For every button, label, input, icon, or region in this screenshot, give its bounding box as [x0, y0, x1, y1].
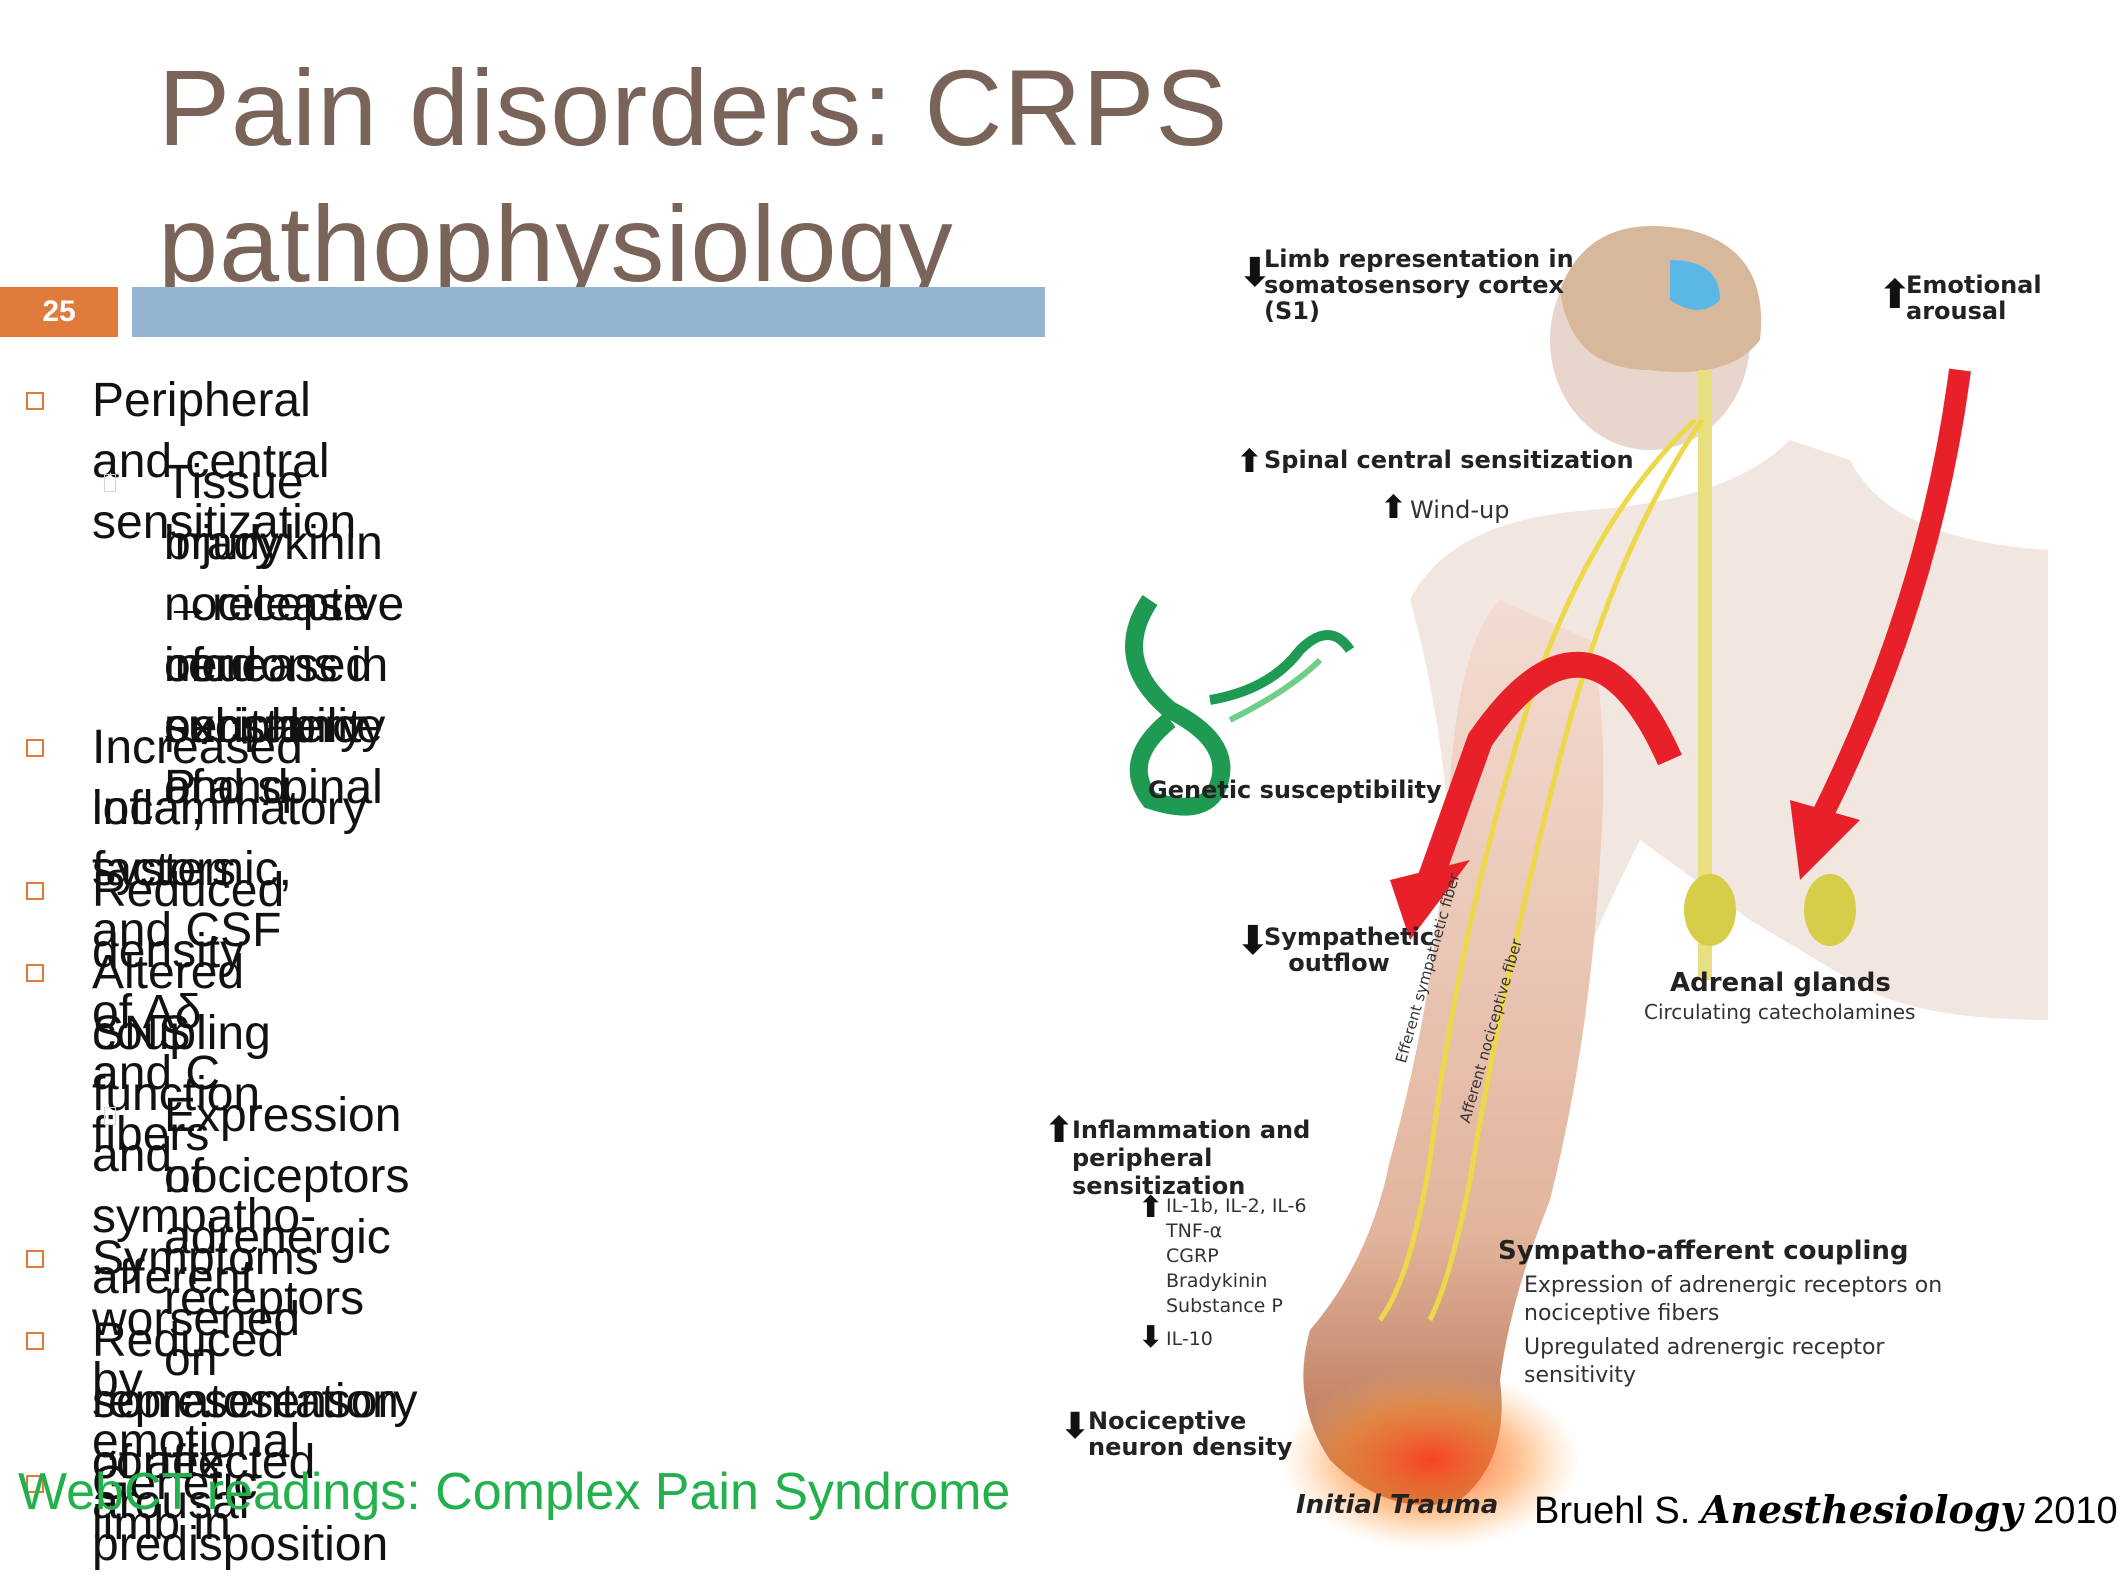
label-spinal-sensitization: Spinal central sensitization: [1264, 446, 1634, 474]
label-circulating-catecholamines: Circulating catecholamines: [1644, 1000, 1916, 1024]
trauma-glow: [1280, 1370, 1580, 1550]
mediator-item: TNF-α: [1166, 1220, 1223, 1242]
citation-author: Bruehl S.: [1534, 1490, 1691, 1532]
coupling-item: Upregulated adrenergic receptor sensitiv…: [1524, 1335, 1885, 1388]
slide-title: Pain disorders: CRPS pathophysiology: [158, 47, 1229, 304]
bullet-marker: [26, 1332, 44, 1350]
crps-figure: ⬇ Limb representation in somatosensory c…: [1030, 220, 2048, 1550]
label-initial-trauma: Initial Trauma: [1296, 1490, 1499, 1520]
bullet-line: somatosensory cortex: [92, 1375, 418, 1489]
watermark-text: WebCT readings: Complex Pain Syndrome: [18, 1463, 1011, 1521]
bullet-marker: [26, 1250, 44, 1268]
bullet-marker: [26, 882, 44, 900]
afferent-fiber-line: [1427, 418, 1705, 1322]
label-limb-representation: Limb representation in somatosensory cor…: [1264, 245, 1574, 325]
mediator-item: IL-1b, IL-2, IL-6: [1166, 1195, 1307, 1217]
slide-number: 25: [0, 287, 118, 337]
dna-strand-b: [1209, 630, 1355, 705]
up-arrow-icon: ⬆: [1878, 272, 1912, 318]
bullet-marker: [26, 964, 44, 982]
label-il10: IL-10: [1166, 1328, 1213, 1350]
sub-bullet-line: nociceptive neurons in periphery and spi…: [164, 578, 405, 814]
sub-bullet-line: Tissue injury →release of substance P an…: [164, 456, 383, 814]
red-arrow-left: [1417, 651, 1682, 885]
bullet-line: inflammatory factors: [92, 782, 367, 896]
up-arrow-icon: ⬆: [1380, 488, 1407, 526]
bullet-line: Increased local, systemic, and CSF: [92, 721, 303, 957]
bullet-marker: [26, 392, 44, 410]
sub-bullet-line: nociceptors: [164, 1150, 410, 1203]
sub-bullet-line: Expression of adrenergic receptors on: [164, 1089, 402, 1386]
citation-year: 2010: [2033, 1490, 2118, 1532]
arm-silhouette: [1303, 600, 1604, 1505]
crps-illustration: [1125, 226, 2048, 1550]
brain-shape: [1560, 226, 1762, 372]
citation-journal: Anesthesiology: [1700, 1487, 2023, 1532]
efferent-fiber-line: [1377, 418, 1697, 1322]
mediator-item: Substance P: [1166, 1295, 1283, 1317]
spinal-cord: [1698, 370, 1712, 980]
label-coupling-title: Sympatho-afferent coupling: [1498, 1236, 1909, 1266]
bullet-marker: [26, 739, 44, 757]
bullet-line: coupling: [92, 1007, 271, 1060]
label-adrenal-glands: Adrenal glands: [1670, 968, 1891, 998]
bullet-line: Genetic predisposition: [92, 1457, 389, 1571]
citation: Bruehl S. Anesthesiology 2010: [1534, 1487, 2118, 1533]
label-emotional-arousal: Emotional arousal: [1906, 271, 2042, 325]
sub-bullet-line: cord: [164, 639, 258, 692]
sub-bullet-line: bradykinin → increased excitability of: [164, 517, 386, 814]
bullet-line: Symptoms worsened by emotional arousal: [92, 1232, 319, 1529]
adrenal-gland-left: [1684, 874, 1736, 946]
up-arrow-icon: ⬆: [1044, 1110, 1075, 1151]
bullet-line: Reduced representation of affected limb …: [92, 1314, 399, 1550]
up-arrow-icon: ⬆: [1236, 442, 1263, 480]
s1-region: [1670, 260, 1720, 310]
down-arrow-icon: ⬇: [1236, 918, 1270, 964]
coupling-item: Expression of adrenergic receptors on no…: [1524, 1273, 1943, 1326]
label-inflammation: Inflammation and peripheral sensitizatio…: [1072, 1116, 1311, 1200]
bullet-marker: [26, 1475, 44, 1493]
label-wind-up: Wind-up: [1410, 496, 1510, 524]
adrenal-gland-right: [1804, 874, 1856, 946]
mediator-item: CGRP: [1166, 1245, 1219, 1267]
label-nociceptive-density: Nociceptive neuron density: [1088, 1407, 1293, 1461]
label-genetic-susceptibility: Genetic susceptibility: [1148, 776, 1442, 804]
red-arrow-right: [1810, 368, 1971, 825]
bullet-line: Altered SNS function and sympatho-affere…: [92, 946, 317, 1304]
bullet-line: Peripheral and central sensitization: [92, 374, 357, 549]
mediator-item: Bradykinin: [1166, 1270, 1268, 1292]
down-arrow-icon: ⬇: [1238, 250, 1272, 296]
dna-strand-a: [1125, 595, 1231, 816]
coupling-items: Expression of adrenergic receptors on no…: [1524, 1272, 1944, 1396]
sub-bullet-marker: [104, 474, 116, 492]
label-sympathetic-outflow: Sympathetic outflow: [1264, 923, 1435, 977]
bullet-line: Reduced density of Aδ and C fibers: [92, 864, 285, 1161]
title-underline-bar: [132, 287, 1045, 337]
down-arrow-icon: ⬇: [1060, 1406, 1091, 1447]
sub-bullet-marker: [104, 1107, 116, 1125]
up-arrow-icon: ⬆: [1138, 1190, 1164, 1225]
down-arrow-icon: ⬇: [1138, 1320, 1164, 1355]
